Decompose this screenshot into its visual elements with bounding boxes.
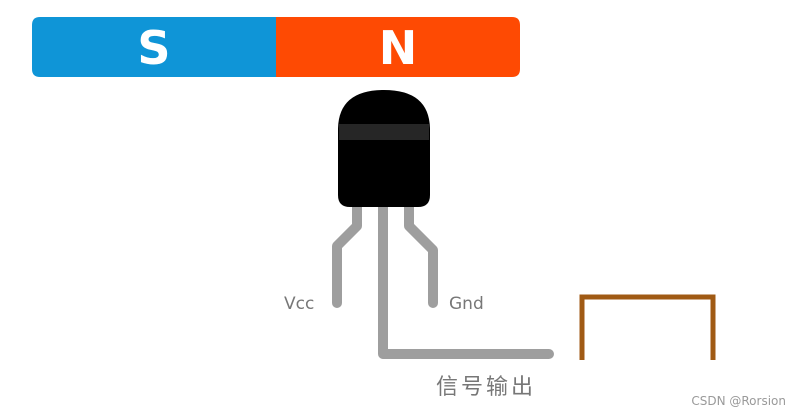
south-pole-label: S xyxy=(137,21,170,75)
magnet-south-pole xyxy=(32,17,276,77)
vcc-lead xyxy=(332,200,362,308)
magnet-north-pole xyxy=(276,17,520,77)
north-pole-label: N xyxy=(379,21,418,75)
magnet-bar: S N xyxy=(32,17,520,77)
hall-sensor-body xyxy=(338,90,430,207)
gnd-lead xyxy=(404,200,438,308)
output-pulse-waveform xyxy=(579,294,716,360)
sensor-bevel-band xyxy=(339,124,429,140)
vcc-label: Vcc xyxy=(284,294,314,314)
gnd-label: Gnd xyxy=(449,294,484,314)
signal-lead xyxy=(378,200,554,359)
sensor-package xyxy=(338,90,430,207)
sensor-leads xyxy=(332,200,554,359)
watermark: CSDN @Rorsion xyxy=(691,394,786,408)
signal-output-label: 信号输出 xyxy=(436,375,536,400)
